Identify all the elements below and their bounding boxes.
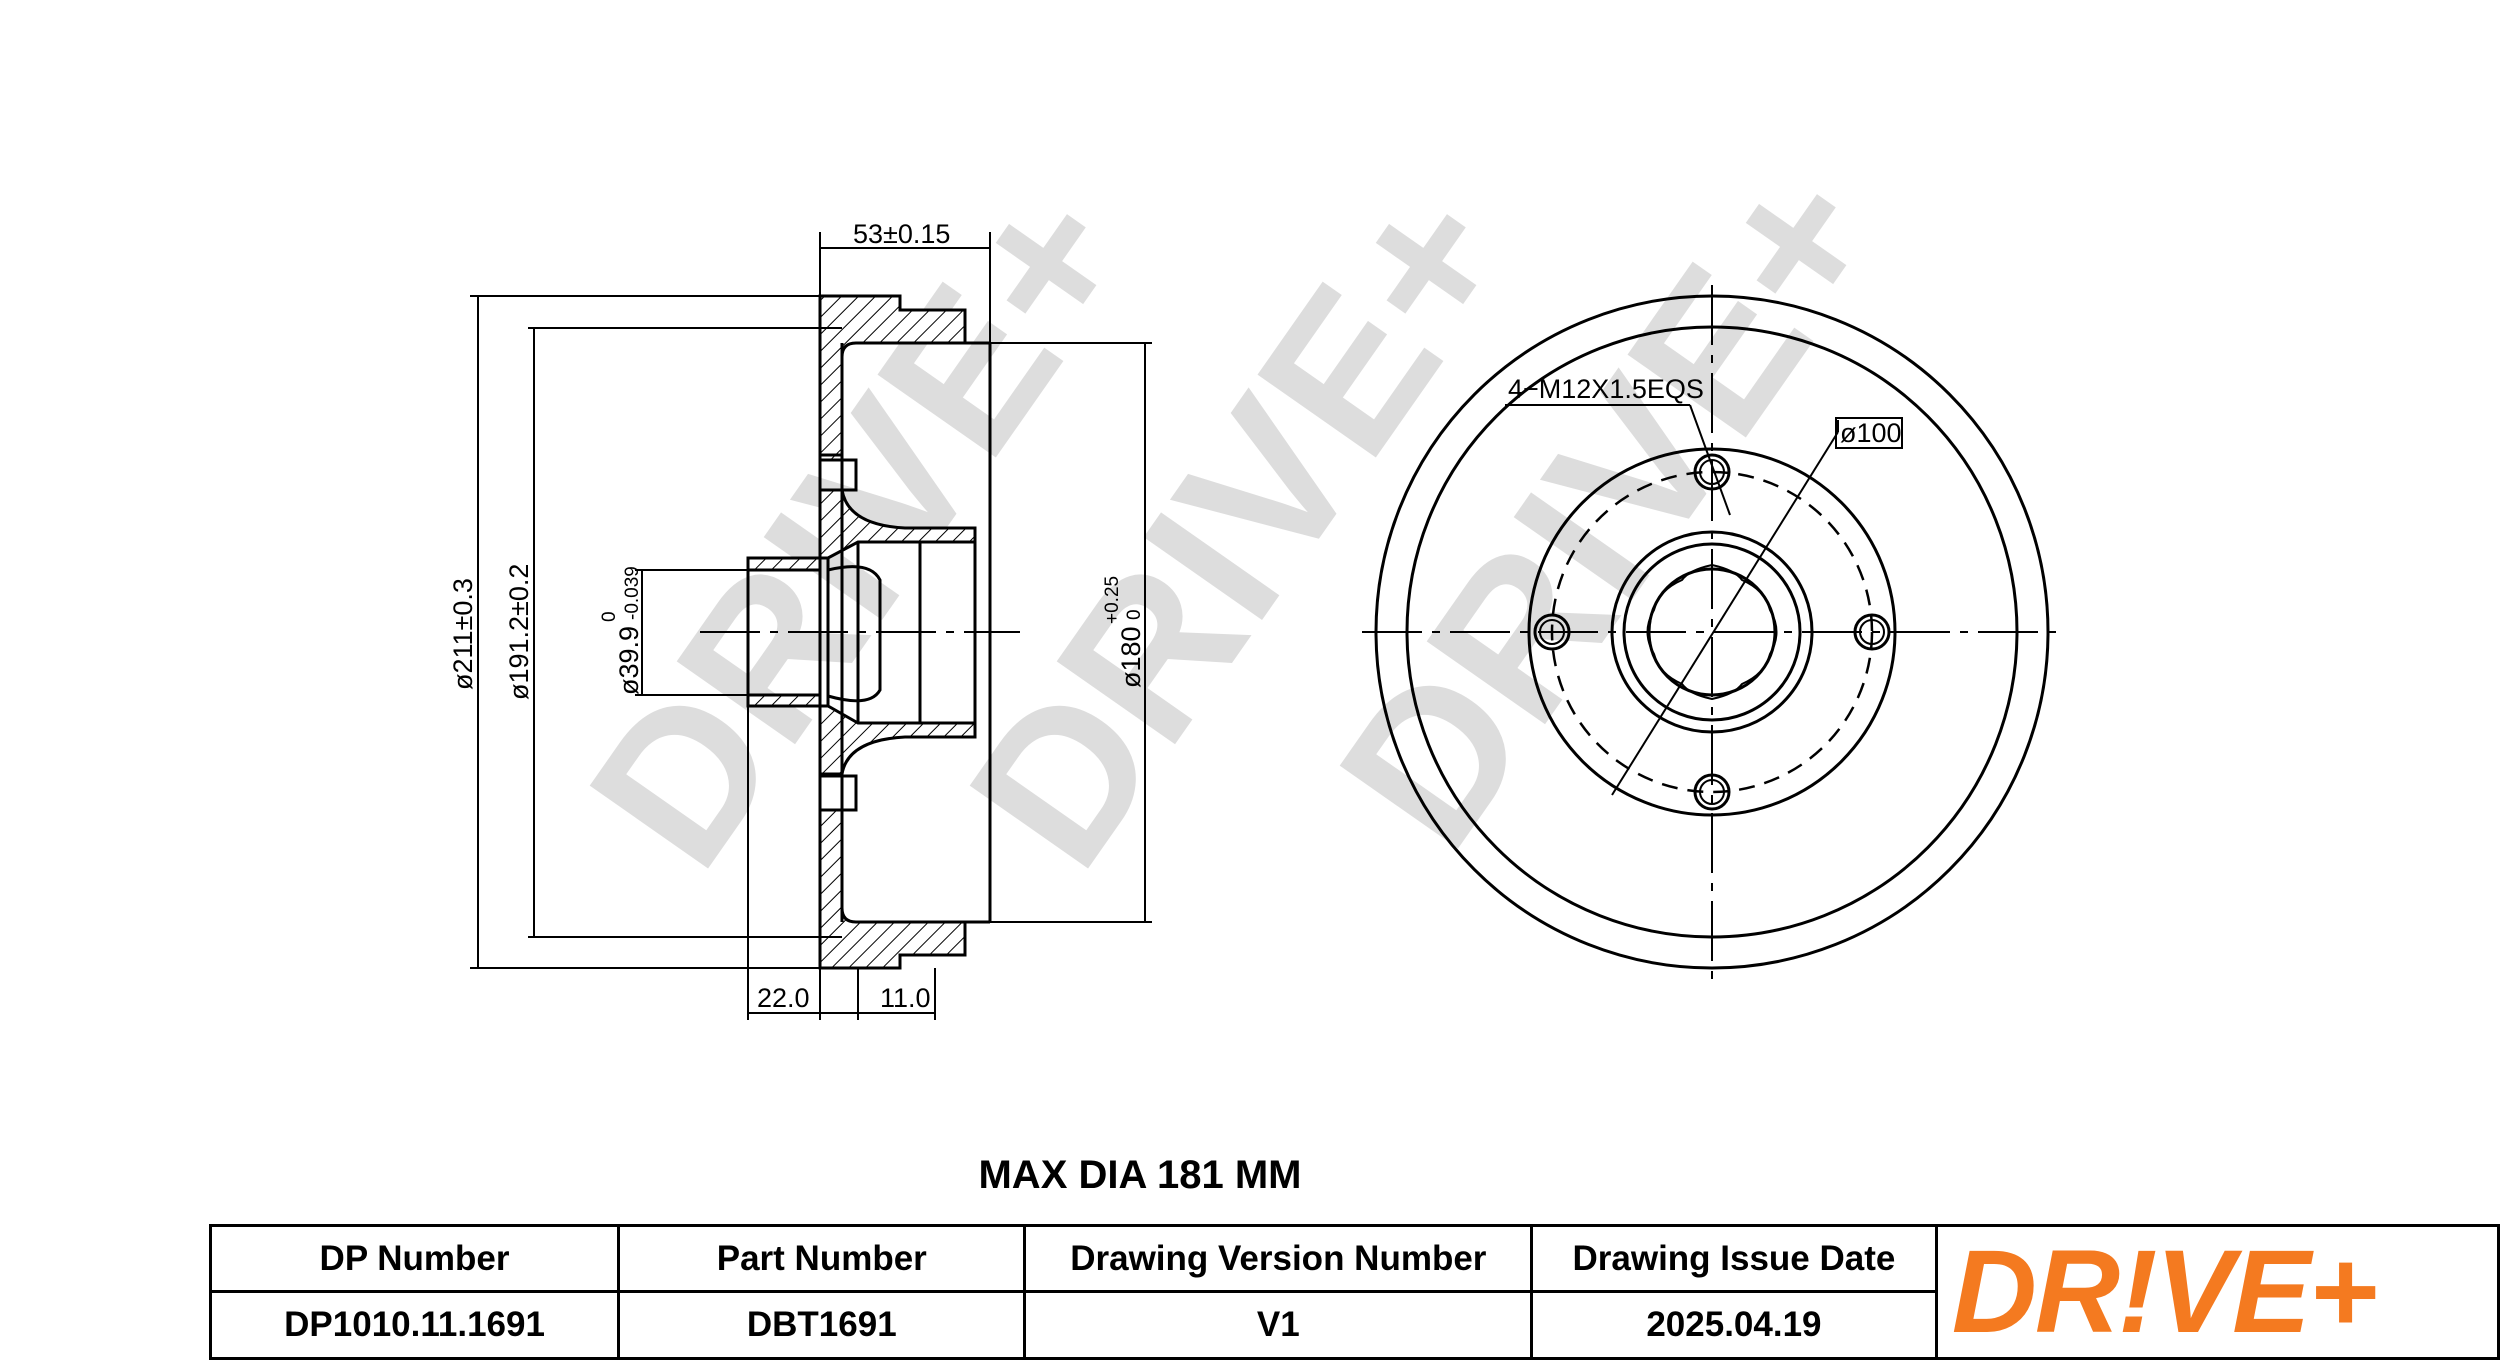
bearing-race (827, 565, 882, 703)
header-issue-date: Drawing Issue Date (1530, 1224, 1938, 1293)
dim-label-399: ø39.9 (614, 626, 644, 695)
front-view: 4−M12X1.5EQS ø100 (1362, 285, 2062, 980)
stud-hole-upper (818, 458, 858, 492)
dim-label-399-tol-lower: -0.039 (622, 566, 643, 620)
thread-leader-line (1689, 404, 1731, 516)
watermark-group: DRIVE+ DRIVE+ DRIVE+ (544, 125, 1925, 906)
dim-label-211: ø211±0.3 (448, 578, 478, 690)
title-block-header-row: DP Number Part Number Drawing Version Nu… (208, 1224, 2500, 1360)
drive-plus-logo: DR!VE+ (1951, 1226, 2378, 1358)
dim-label-22: 22.0 (757, 983, 810, 1013)
header-part-number: Part Number (617, 1224, 1027, 1293)
thread-callout-label: 4−M12X1.5EQS (1508, 374, 1704, 404)
logo-cell: DR!VE+ (1934, 1224, 2500, 1360)
value-dp-number: DP1010.11.1691 (208, 1290, 621, 1360)
max-diameter-note: MAX DIA 181 MM (978, 1153, 1302, 1197)
drum-web-lower (746, 693, 977, 776)
stud-hole-lower (818, 774, 858, 812)
section-view: 53±0.15 ø211±0.3 ø191.2±0.2 ø39.9 0 -0.0… (448, 219, 1152, 1020)
value-part-number: DBT1691 (617, 1290, 1027, 1360)
pcd-callout-label: ø100 (1840, 418, 1902, 448)
value-issue-date: 2025.04.19 (1530, 1290, 1938, 1360)
bore-splines (1646, 563, 1778, 701)
dim-label-180-tol-upper: +0.25 (1102, 576, 1123, 624)
title-block-table: DP Number Part Number Drawing Version Nu… (208, 1224, 2500, 1360)
header-dp-number: DP Number (208, 1224, 621, 1293)
header-drawing-version: Drawing Version Number (1023, 1224, 1534, 1293)
dim-label-53: 53±0.15 (853, 219, 950, 249)
dim-label-180-tol-lower: 0 (1124, 609, 1145, 620)
dim-label-11: 11.0 (880, 983, 931, 1013)
hub-boss-inner (1622, 542, 1802, 722)
dim-label-399-tol-upper: 0 (599, 611, 620, 622)
dim-label-180: ø180 (1116, 626, 1146, 688)
title-block-value-row: DP1010.11.1691 DBT1691 V1 2025.04.19 (208, 1290, 2499, 1360)
drum-web-upper (746, 488, 977, 572)
value-drawing-version: V1 (1023, 1290, 1534, 1360)
pcd-leader-line (1611, 431, 1839, 796)
dim-label-191: ø191.2±0.2 (504, 564, 534, 700)
pcd-callout-box (1835, 417, 1903, 449)
